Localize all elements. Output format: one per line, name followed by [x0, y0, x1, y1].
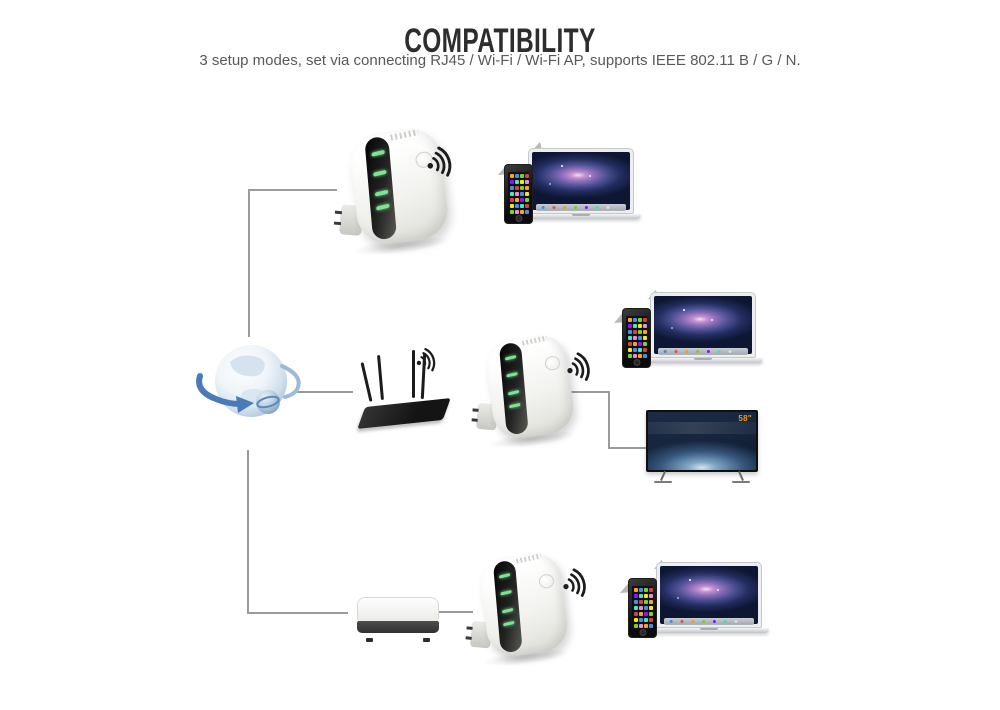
router	[357, 350, 452, 429]
connector-line-modem-repeater	[437, 611, 473, 613]
vents	[521, 335, 547, 346]
smartphone	[622, 308, 651, 368]
led-indicator	[505, 354, 517, 361]
modem	[357, 597, 439, 642]
tv: 58"	[646, 410, 758, 483]
wifi-signal-icon	[556, 562, 599, 605]
modem-top	[357, 597, 439, 621]
page-subtitle: 3 setup modes, set via connecting RJ45 /…	[199, 52, 801, 69]
laptop-base	[521, 214, 641, 219]
tv-foot	[732, 481, 750, 483]
tv-leg	[738, 471, 744, 481]
phone-screen	[632, 586, 653, 629]
tv-screen: 58"	[648, 412, 756, 470]
smartphone	[628, 578, 657, 638]
led-indicator	[509, 402, 522, 409]
led-panel	[364, 136, 398, 241]
laptop-wallpaper	[654, 296, 752, 354]
connector-line-top-vertical	[248, 189, 250, 337]
laptop-dock	[658, 348, 748, 355]
led-indicator	[373, 170, 386, 177]
laptop-dock	[536, 204, 626, 211]
antenna	[360, 362, 373, 402]
connector-line-repeater-tv-2	[608, 391, 610, 449]
page-title: COMPATIBILITY	[404, 22, 596, 60]
modem-foot	[366, 638, 373, 642]
phone-screen	[626, 316, 647, 359]
connector-line-bottom-vertical	[247, 450, 249, 614]
wps-button	[544, 354, 561, 372]
vents	[389, 129, 418, 141]
laptop	[521, 148, 641, 219]
connector-line-top-horizontal	[248, 189, 337, 191]
smartphone	[504, 164, 533, 224]
led-indicator	[499, 572, 511, 579]
wifi-signal-icon	[560, 346, 603, 389]
tv-size-label: 58"	[738, 414, 752, 423]
home-button	[633, 358, 640, 366]
app-grid	[628, 318, 632, 322]
repeater-body	[477, 550, 571, 659]
led-indicator	[374, 190, 388, 197]
laptop-wallpaper	[532, 152, 630, 210]
wifi-repeater	[462, 550, 572, 670]
tv-frame: 58"	[646, 410, 758, 472]
modem-foot	[423, 638, 430, 642]
led-indicator	[503, 620, 516, 627]
antenna	[412, 350, 415, 398]
tv-leg	[660, 471, 666, 481]
led-indicator	[376, 204, 389, 211]
laptop-screen	[656, 562, 762, 628]
led-panel	[493, 560, 523, 653]
laptop	[643, 292, 763, 363]
laptop-base	[649, 628, 769, 633]
phone-screen	[508, 172, 529, 215]
wps-button	[538, 572, 555, 590]
led-indicator	[502, 607, 514, 614]
connector-line-globe-router	[297, 391, 353, 393]
home-button	[515, 214, 522, 222]
wifi-repeater	[468, 332, 578, 452]
wifi-fan-icon	[612, 312, 625, 325]
tv-foot	[654, 481, 672, 483]
modem-bottom	[357, 621, 439, 633]
wifi-signal-icon	[419, 139, 464, 184]
repeater-body	[483, 332, 577, 441]
wifi-fan-icon	[618, 582, 631, 595]
connector-line-repeater-tv-3	[608, 447, 653, 449]
laptop	[649, 562, 769, 633]
internet-globe-icon	[194, 336, 306, 438]
led-indicator	[501, 590, 513, 597]
header: COMPATIBILITY	[0, 22, 1000, 61]
led-indicator	[508, 389, 520, 396]
led-indicator	[371, 150, 385, 158]
app-grid	[510, 174, 514, 178]
router-body	[357, 398, 451, 429]
laptop-base	[643, 358, 763, 363]
home-button	[639, 628, 646, 636]
led-indicator	[507, 372, 519, 379]
antenna	[377, 354, 384, 401]
laptop-screen	[528, 148, 634, 214]
connector-line-bottom-horizontal	[247, 612, 348, 614]
connector-line-repeater-tv-1	[570, 391, 610, 393]
laptop-wallpaper	[660, 566, 758, 624]
wifi-signal-icon	[410, 342, 445, 377]
app-grid	[634, 588, 638, 592]
vents	[515, 553, 541, 564]
laptop-screen	[650, 292, 756, 358]
laptop-dock	[664, 618, 754, 625]
led-panel	[499, 342, 529, 435]
